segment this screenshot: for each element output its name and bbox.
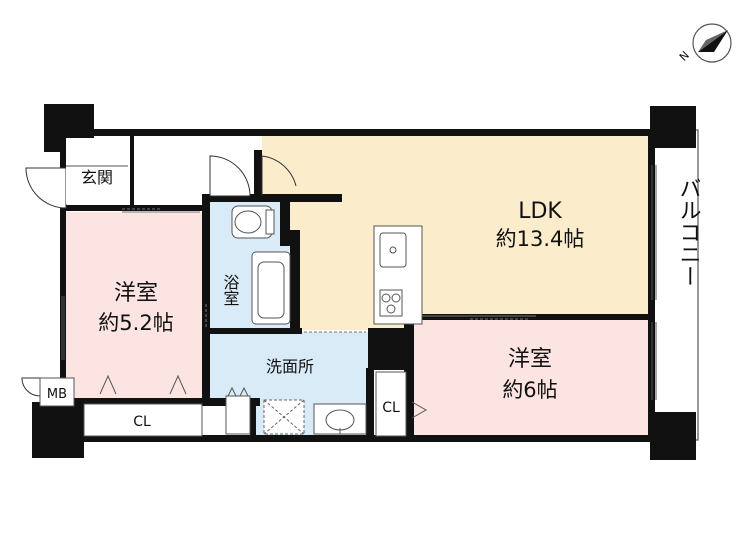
compass-icon <box>692 23 732 63</box>
windows <box>61 165 657 400</box>
bedroom-east-size-label: 約6帖 <box>502 378 557 402</box>
washbasin-fixture <box>313 403 367 435</box>
closet-west <box>83 374 203 437</box>
bath-label: 浴室 <box>221 274 240 306</box>
sliding-doors <box>122 208 536 333</box>
closet-west-label: CL <box>133 414 151 430</box>
mb-box <box>39 377 75 407</box>
bedroom-west-label: 洋室 <box>114 281 158 306</box>
ldk-label: LDK <box>518 199 562 224</box>
mb-label: MB <box>47 387 67 402</box>
compass-north-label: N <box>677 49 692 64</box>
walls <box>32 104 696 460</box>
washroom-area <box>208 332 370 404</box>
entrance-label: 玄関 <box>81 168 113 187</box>
bedroom-west-size-label: 約5.2帖 <box>98 311 173 335</box>
bedroom-east-label: 洋室 <box>508 347 552 372</box>
wash-door-small <box>225 386 251 435</box>
washing-machine-pan <box>263 399 305 435</box>
kitchen-counter <box>373 225 423 325</box>
washroom-label: 洗面所 <box>266 357 314 376</box>
ldk-size-label: 約13.4帖 <box>496 227 585 251</box>
bedroom-west-area <box>66 212 204 402</box>
closet-east <box>375 371 407 437</box>
entrance-floor <box>66 138 128 204</box>
closet-east-label: CL <box>382 400 400 416</box>
balcony-label: バルコニー <box>676 177 701 287</box>
toilet-fixture <box>231 205 275 239</box>
bathtub-fixture <box>251 251 291 325</box>
bedroom-east-area <box>414 318 650 436</box>
doors <box>21 155 297 397</box>
